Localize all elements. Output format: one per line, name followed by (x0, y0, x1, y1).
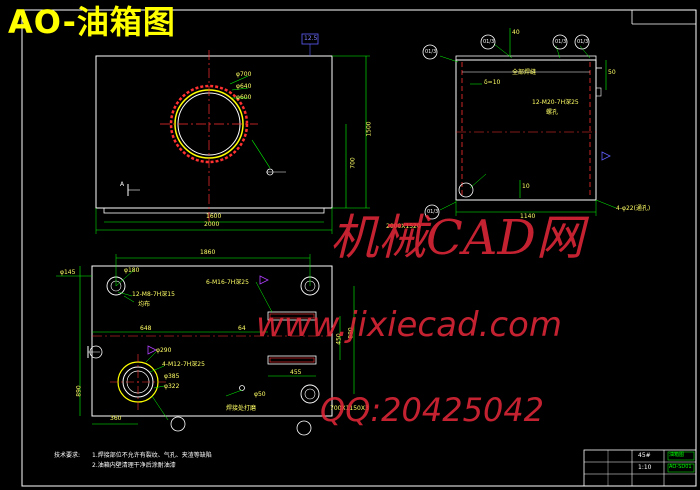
dim-w1140: 1140 (520, 213, 536, 220)
dim-w1860: 1860 (200, 249, 216, 256)
callout-12m8: 12-M8-7H深15 (132, 291, 175, 298)
dim-d700: φ700 (236, 71, 252, 78)
dim-d322: φ322 (164, 383, 180, 390)
roughness-2: 01/3 (483, 39, 495, 45)
callout-grind: 焊接处打磨 (226, 405, 257, 412)
dim-d145: φ145 (60, 269, 76, 276)
watermark-qq: QQ:20425042 (320, 391, 545, 429)
callout-weld: 全部焊缝 (512, 69, 537, 76)
dim-h1500: 1500 (365, 121, 373, 137)
callout-m20-b: 螺孔 (546, 109, 559, 116)
roughness-5: 01/3 (427, 209, 439, 215)
title-block (583, 449, 697, 487)
dim-d50: 50 (608, 69, 616, 76)
roughness-mark: 12.5 (304, 35, 318, 42)
watermark-url: www.jixiecad.com (256, 305, 562, 345)
notes-heading: 技术要求: (54, 452, 81, 459)
callout-m20: 12-M20-7H深25 (532, 99, 579, 106)
dim-d600: φ600 (236, 94, 252, 101)
roughness-3: 01/3 (555, 39, 567, 45)
section-label-a: A (120, 181, 125, 188)
drawing-frame (21, 9, 697, 487)
top-view (56, 254, 355, 436)
dim-h700: 700 (349, 157, 357, 169)
dim-d40: 40 (512, 29, 520, 36)
dim-d50: φ50 (254, 391, 266, 398)
dim-l64: 64 (238, 325, 246, 332)
roughness-4: 01/3 (577, 39, 589, 45)
title-block-scale: 1:10 (638, 464, 652, 471)
callout-700x1150: 700X1150X3 (330, 405, 369, 412)
dim-d10: 10 (522, 183, 530, 190)
dim-d290: φ290 (156, 347, 172, 354)
dim-w2000: 2000 (204, 221, 220, 228)
title-block-material: 45# (638, 452, 651, 459)
dim-h890: 890 (75, 385, 83, 397)
callout-12m8-b: 均布 (138, 301, 151, 308)
roughness-1: 01/3 (425, 49, 437, 55)
callout-4m12: 4-M12-7H深25 (162, 361, 205, 368)
front-view (95, 33, 370, 234)
title-block-code: AO-SD01 (669, 464, 692, 470)
side-view (422, 28, 617, 220)
drawing-title: AO-油箱图 (8, 3, 176, 41)
dim-w1600: 1600 (206, 213, 222, 220)
callout-2000x1520: 2000X1520 (386, 223, 421, 230)
dim-l648: 648 (140, 325, 152, 332)
dim-d385: φ385 (164, 373, 180, 380)
dim-l360: 360 (110, 415, 122, 422)
notes-line-2: 2.油箱内壁清理干净后涂耐油漆 (92, 462, 176, 469)
dim-d180: φ180 (124, 267, 140, 274)
notes-line-1: 1.焊接部位不允许有裂纹、气孔、夹渣等缺陷 (92, 452, 212, 459)
watermark-brand: 机械CAD网 (330, 210, 584, 266)
dim-l455: 455 (290, 369, 302, 376)
dim-d640: φ640 (236, 83, 252, 90)
callout-6m16: 6-M16-7H深25 (206, 279, 249, 286)
callout-4d22: 4-φ22(通孔) (616, 205, 651, 212)
callout-delta1: δ=10 (484, 79, 501, 86)
title-block-name: 油箱图 (669, 452, 685, 458)
